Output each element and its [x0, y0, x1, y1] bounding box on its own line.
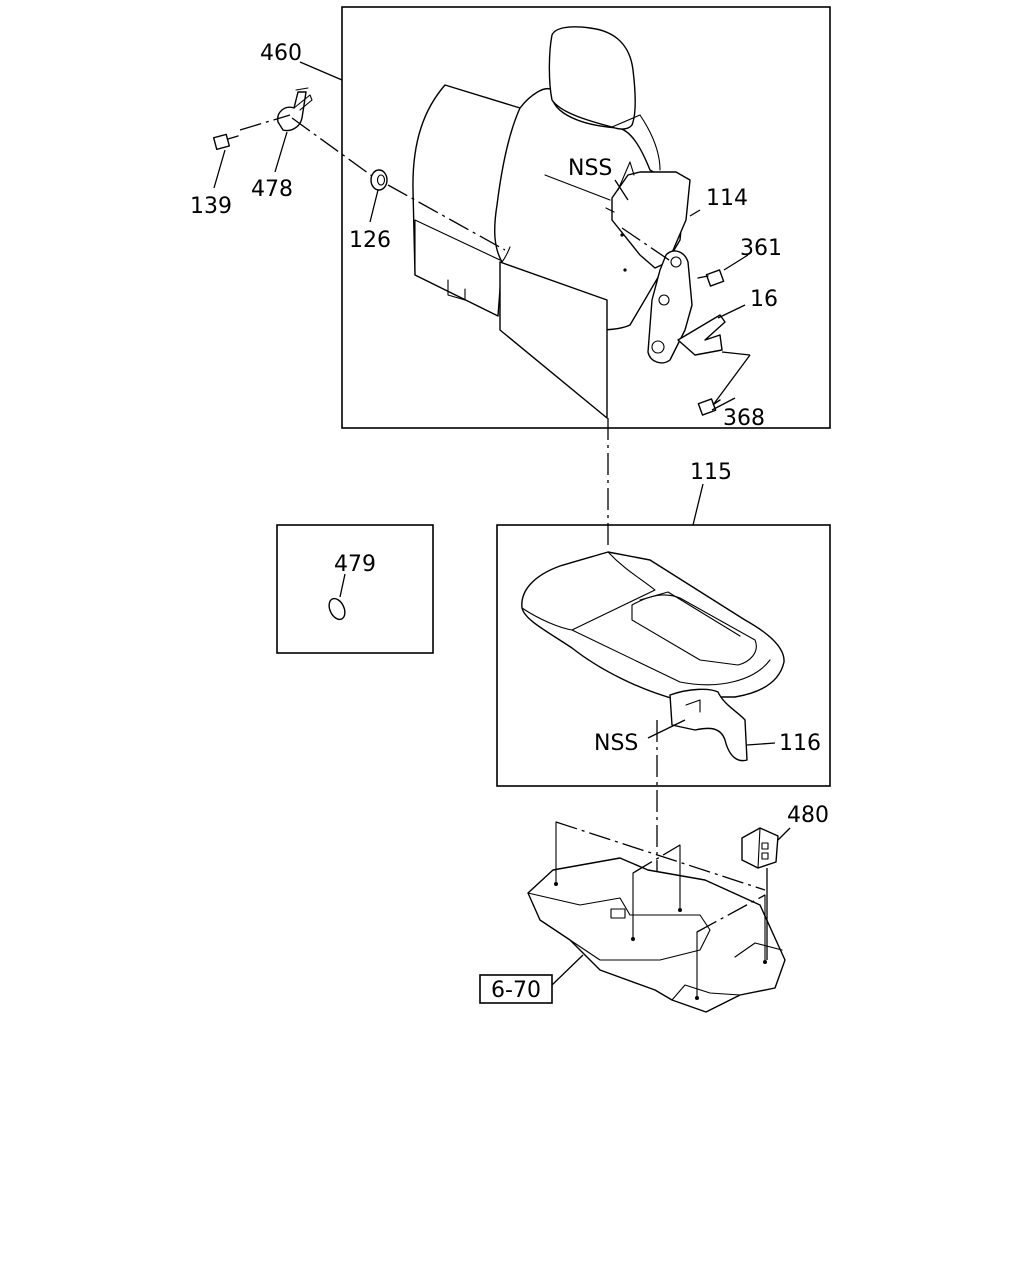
bolt-361-icon	[697, 269, 725, 287]
callout-nss-bottom: NSS	[594, 731, 638, 756]
clip-480-icon	[741, 827, 779, 869]
reference-box-frame	[479, 974, 553, 1004]
callout-480: 480	[787, 803, 829, 828]
callout-139: 139	[190, 194, 232, 219]
floor-base-shape	[527, 857, 786, 1013]
callout-460: 460	[260, 41, 302, 66]
callout-115: 115	[690, 460, 732, 485]
recliner-bracket-part	[647, 250, 726, 364]
seat-cushion-shape	[521, 551, 785, 762]
plug-479-icon	[328, 597, 346, 621]
callout-16: 16	[750, 287, 778, 312]
recliner-cover-part	[605, 161, 691, 269]
seat-cushion-frame	[496, 524, 831, 787]
bracket-478-icon	[277, 87, 313, 132]
bolt-139-icon	[212, 133, 239, 151]
reference-box-label: 6-70	[491, 978, 541, 1003]
callout-361: 361	[740, 236, 782, 261]
grommet-126-icon	[370, 169, 388, 191]
callout-126: 126	[349, 228, 391, 253]
part-479-frame	[276, 524, 434, 654]
callout-368: 368	[723, 406, 765, 431]
bolt-368-icon	[697, 398, 721, 416]
callout-nss-top: NSS	[568, 156, 612, 181]
seat-back-frame	[341, 6, 831, 429]
callout-478: 478	[251, 177, 293, 202]
seat-back-shape	[412, 26, 686, 419]
callout-116: 116	[779, 731, 821, 756]
callout-114: 114	[706, 186, 748, 211]
callout-479: 479	[334, 552, 376, 577]
